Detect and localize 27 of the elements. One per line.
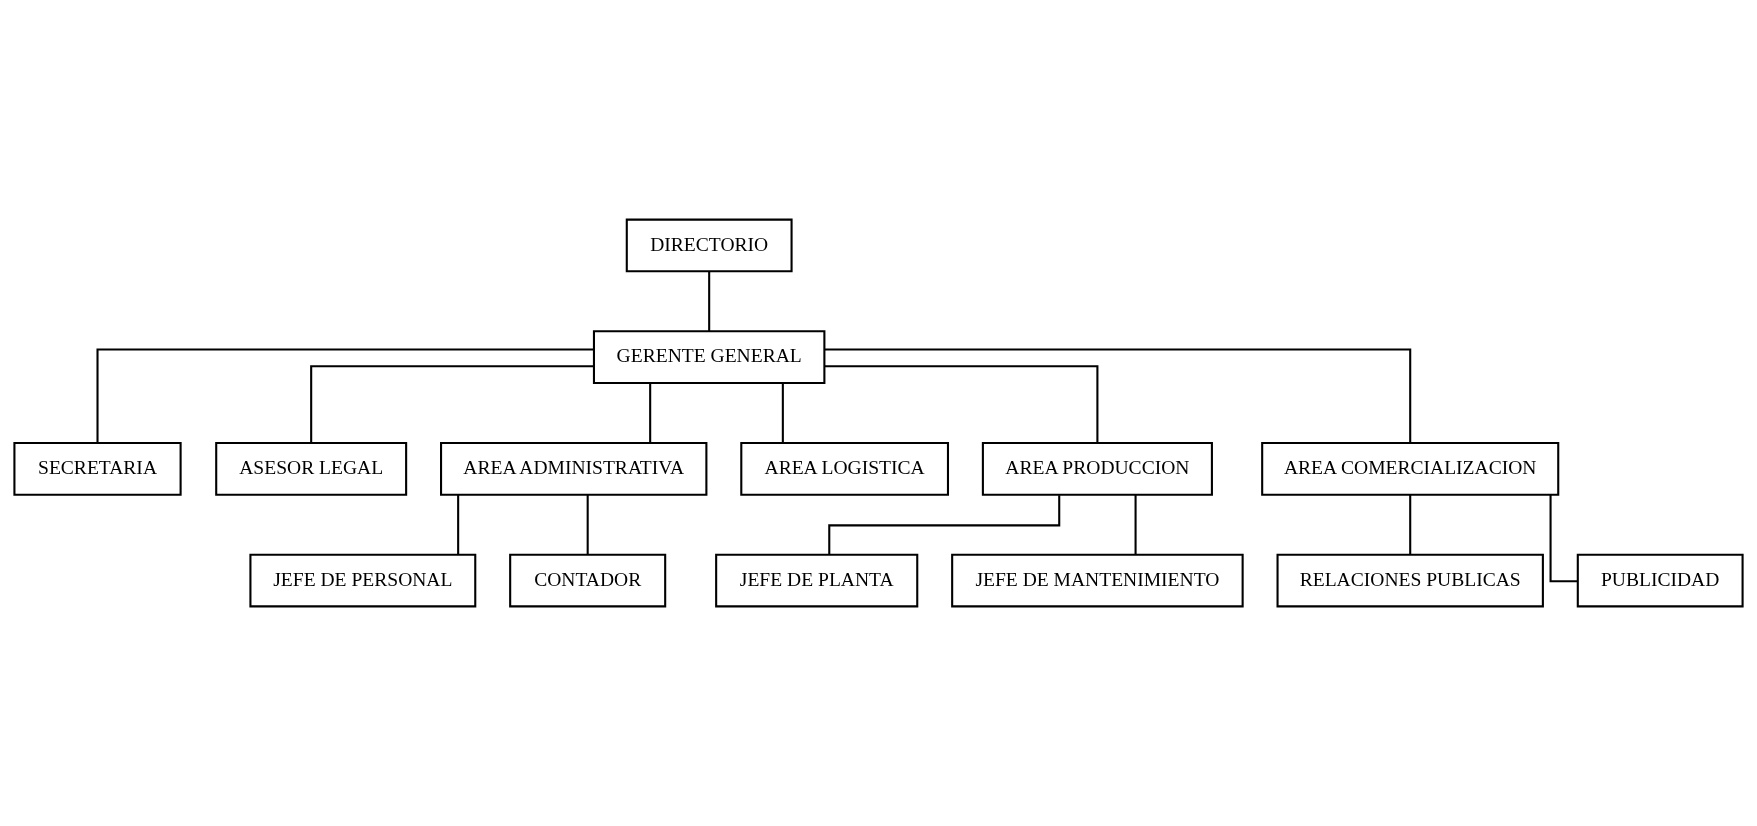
connector: [1134, 494, 1137, 555]
connector: [824, 365, 1099, 443]
node-box: DIRECTORIO: [625, 218, 793, 273]
node-box: JEFE DE PERSONAL: [249, 553, 477, 608]
connector: [586, 494, 589, 555]
node-box: RELACIONES PUBLICAS: [1276, 553, 1544, 608]
connector: [824, 348, 1412, 443]
node-box: ASESOR LEGAL: [215, 441, 408, 496]
node-box: JEFE DE MANTENIMIENTO: [951, 553, 1244, 608]
connector: [828, 495, 1061, 555]
node-box: PUBLICIDAD: [1576, 553, 1744, 608]
connector: [1409, 494, 1412, 555]
connector: [457, 494, 460, 555]
node-box: AREA ADMINISTRATIVA: [440, 441, 708, 496]
node-box: SECRETARIA: [13, 441, 182, 496]
node-box: GERENTE GENERAL: [592, 330, 826, 385]
connector: [310, 365, 594, 443]
node-box: AREA LOGISTICA: [740, 441, 950, 496]
node-box: CONTADOR: [509, 553, 667, 608]
connector: [708, 271, 711, 331]
connector: [781, 383, 784, 443]
node-box: AREA COMERCIALIZACION: [1261, 441, 1560, 496]
node-box: JEFE DE PLANTA: [715, 553, 919, 608]
connector: [1549, 494, 1578, 583]
connector: [649, 383, 652, 443]
connector: [96, 348, 594, 443]
node-box: AREA PRODUCCION: [981, 441, 1213, 496]
